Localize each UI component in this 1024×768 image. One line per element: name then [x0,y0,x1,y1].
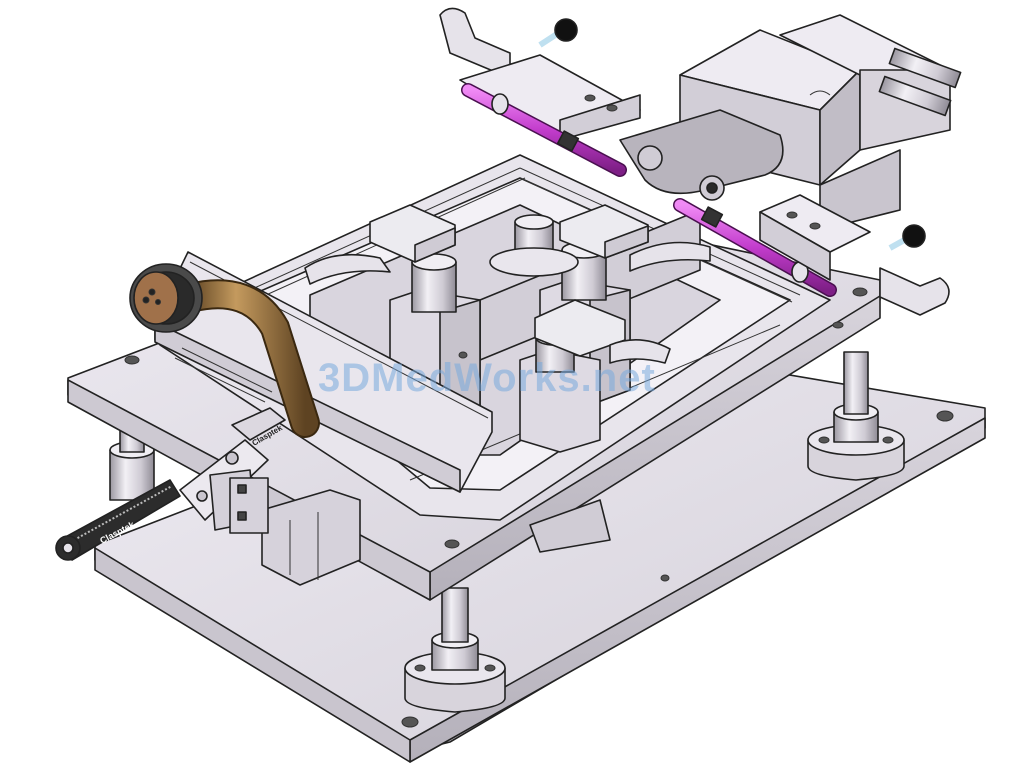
guide-cylinder-left [389,253,481,426]
knob-right [888,224,926,251]
lower-cylinder-block [261,489,361,586]
clamp-arm-center [559,204,711,272]
support-column-front [404,587,506,713]
rear-top-bracket [439,7,641,141]
knob-top [538,18,578,48]
toggle-clamp-handle: Clasptek [55,479,181,561]
toggle-clamp: Clasptek [179,407,286,534]
guide-rod-lower [673,198,837,297]
bronze-elbow-tube [175,279,320,438]
guide-rod-upper [461,83,627,177]
support-column-right [807,351,905,481]
clamp-arm-left [304,204,456,285]
guide-cylinder-back [489,214,579,277]
slide-link-arm [619,109,784,201]
clamp-arm-front [534,299,671,364]
bottom-slide-block [529,499,611,553]
front-right-bracket [759,194,950,316]
knurled-knob [129,263,203,333]
